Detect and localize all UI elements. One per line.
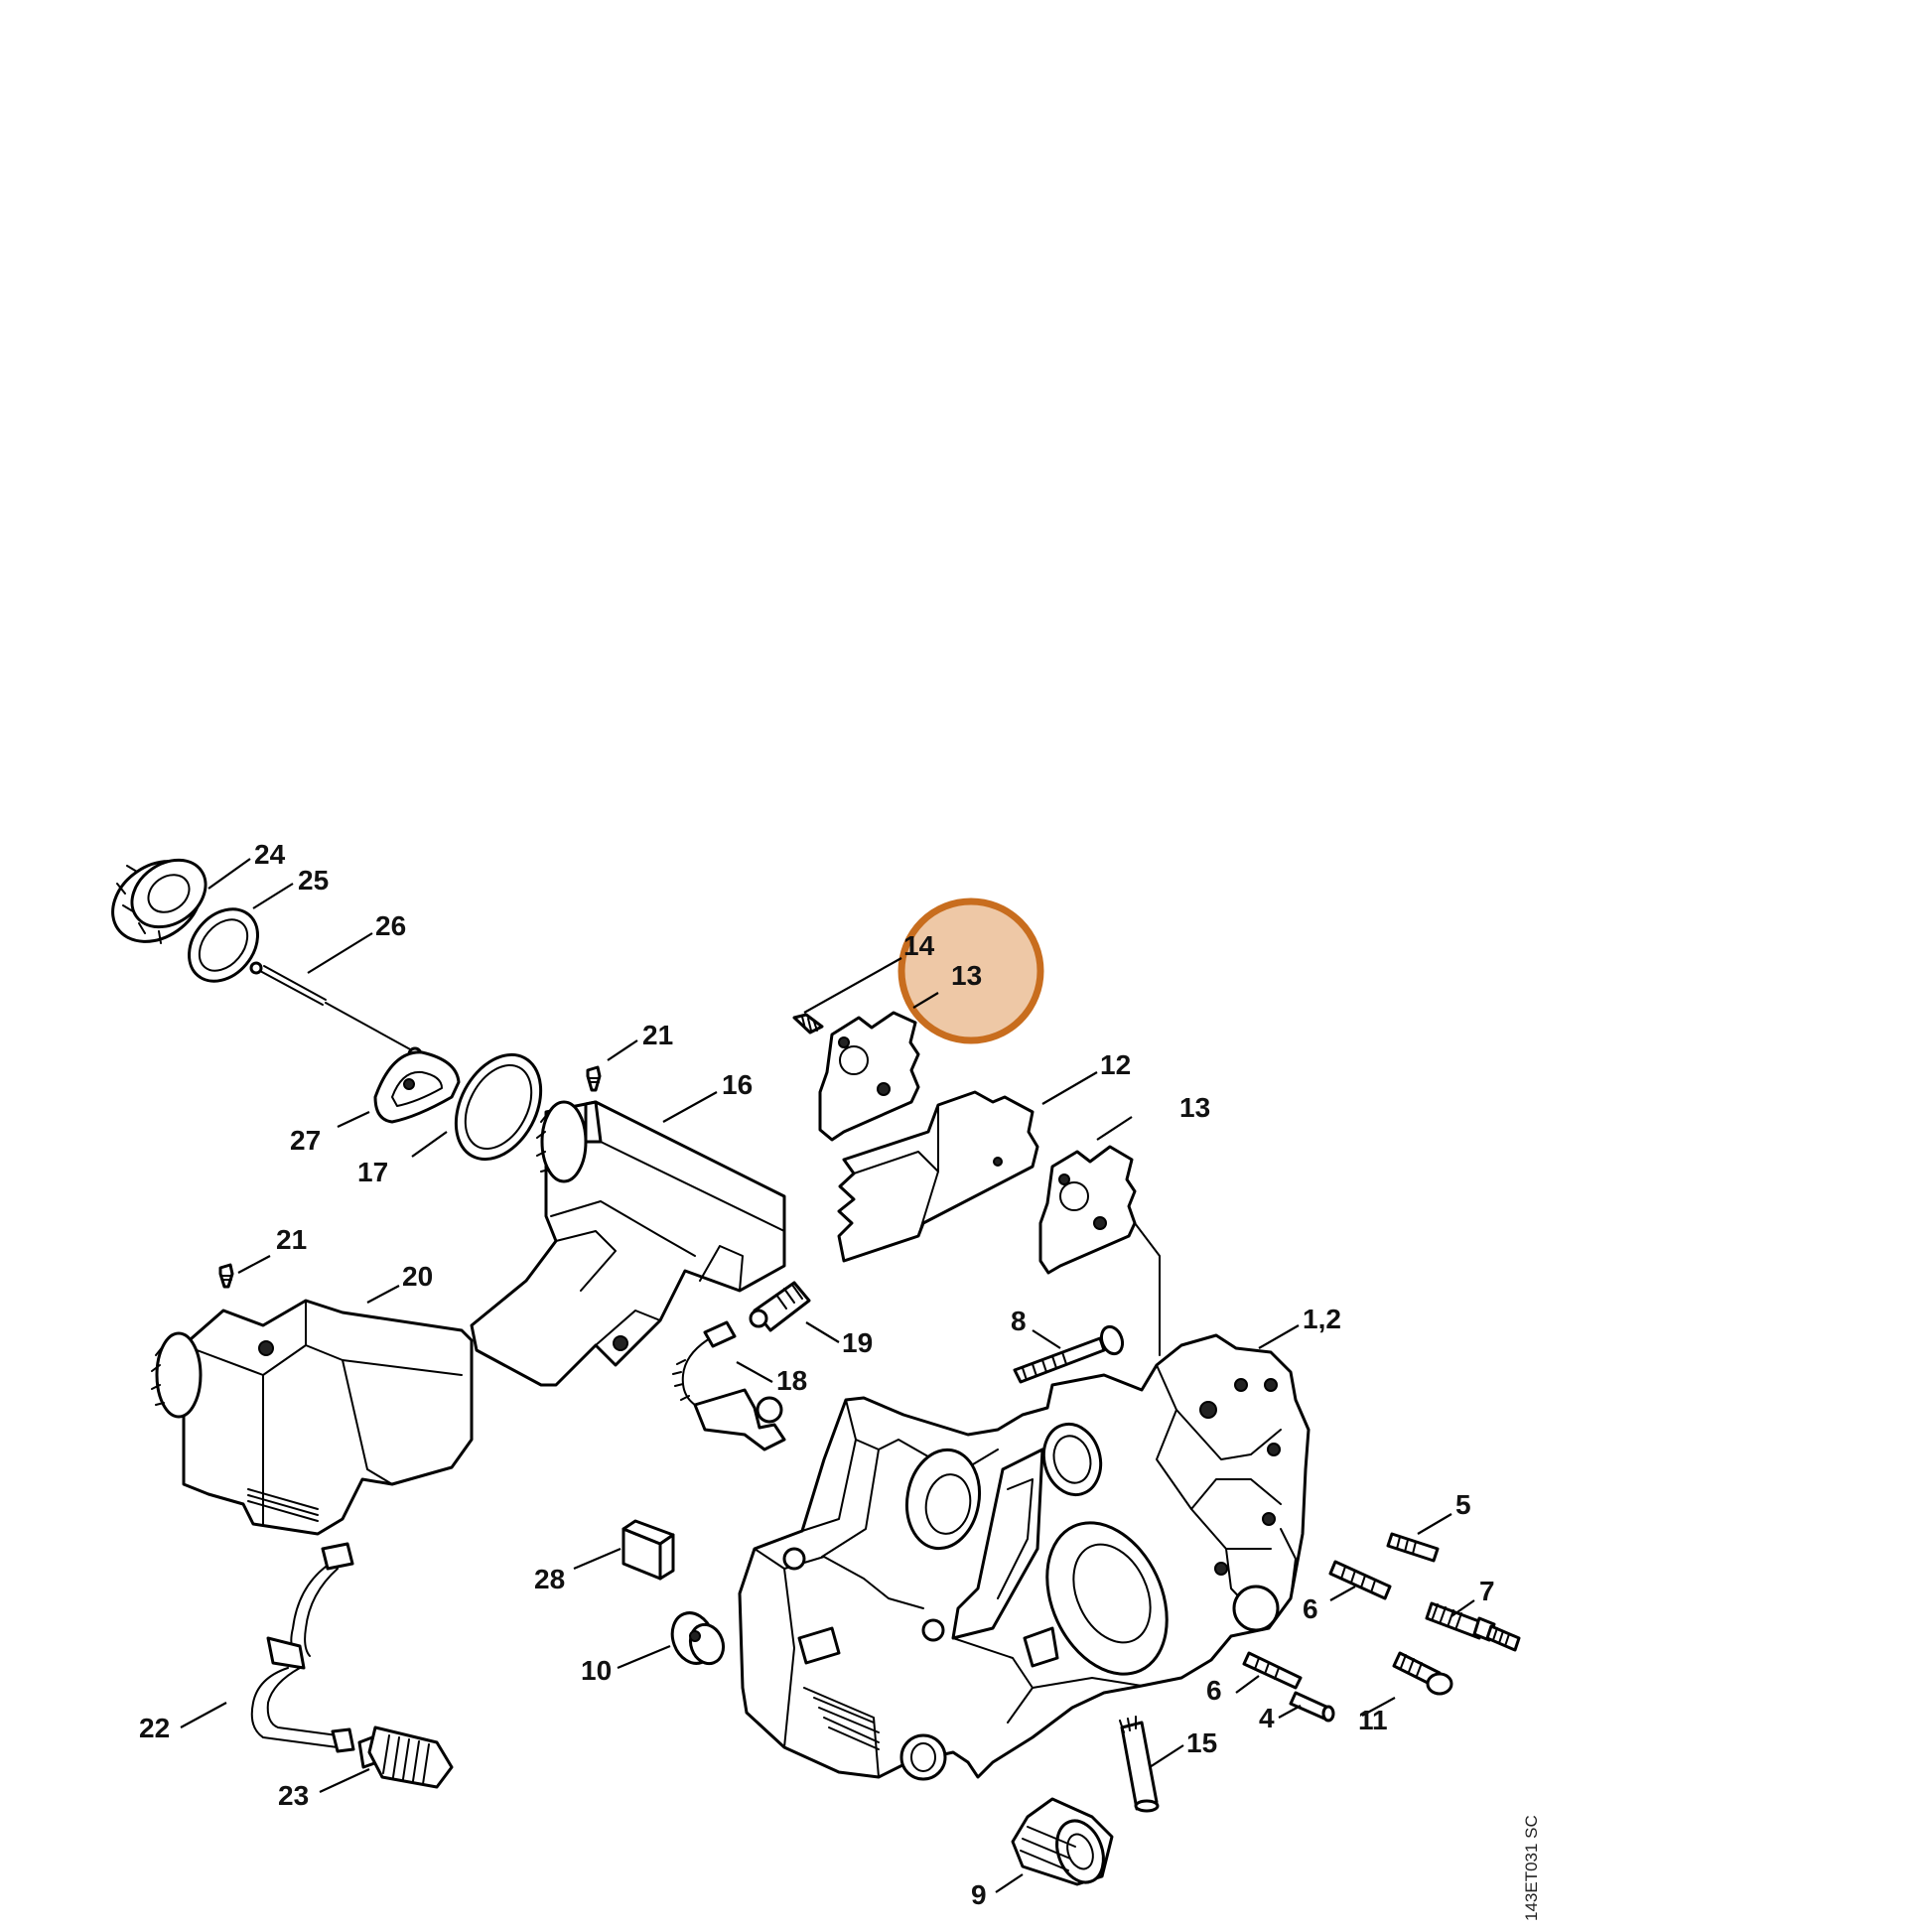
part-20-fuel-tank[interactable]	[151, 1299, 474, 1536]
callout-22[interactable]: 22	[139, 1713, 170, 1743]
callout-19[interactable]: 19	[842, 1327, 873, 1358]
gasket-alignment-line	[1134, 1222, 1161, 1356]
part-28-rubber-plug[interactable]	[621, 1519, 675, 1581]
callout-labels: 24 25 26 21 16 14 13 12 13 27 17 21 20 1…	[139, 839, 1495, 1910]
part-17-o-ring[interactable]	[439, 1040, 558, 1174]
callout-21-upper[interactable]: 21	[642, 1020, 673, 1050]
callout-18[interactable]: 18	[776, 1365, 807, 1396]
callout-24[interactable]: 24	[254, 839, 286, 870]
part-13-gasket-upper[interactable]	[818, 1011, 920, 1142]
part-19-oil-filter[interactable]	[749, 1281, 811, 1332]
callout-14[interactable]: 14	[903, 930, 935, 961]
callout-4[interactable]: 4	[1259, 1703, 1275, 1733]
callout-20[interactable]: 20	[402, 1261, 433, 1292]
callout-7[interactable]: 7	[1479, 1576, 1495, 1606]
callout-21-lower[interactable]: 21	[276, 1224, 307, 1255]
part-11-stud[interactable]	[1392, 1651, 1453, 1696]
callout-10[interactable]: 10	[581, 1655, 612, 1686]
callout-15[interactable]: 15	[1186, 1727, 1217, 1758]
part-9-annular-buffer[interactable]	[1011, 1797, 1114, 1889]
callout-11[interactable]: 11	[1358, 1705, 1388, 1735]
part-24-tank-cap[interactable]	[97, 845, 218, 958]
part-25-seal-ring[interactable]	[175, 896, 271, 995]
callout-5[interactable]: 5	[1455, 1489, 1471, 1520]
part-12-shield[interactable]	[837, 1090, 1039, 1263]
part-8-bolt[interactable]	[1013, 1323, 1126, 1384]
part-21-screw-tank[interactable]	[218, 1263, 234, 1289]
callout-28[interactable]: 28	[534, 1564, 565, 1594]
callout-13-highlighted[interactable]: 13	[951, 960, 982, 991]
callout-13[interactable]: 13	[1179, 1092, 1210, 1123]
callout-27[interactable]: 27	[290, 1125, 321, 1156]
callout-8[interactable]: 8	[1011, 1306, 1027, 1336]
callout-6-upper[interactable]: 6	[1303, 1593, 1318, 1624]
part-27-retainer[interactable]	[373, 1050, 461, 1124]
part-21-screw-top[interactable]	[586, 1065, 602, 1092]
part-15-sleeve[interactable]	[1119, 1716, 1160, 1813]
part-26-cable[interactable]	[249, 961, 423, 1062]
part-16-oil-tank[interactable]	[470, 1100, 786, 1387]
part-4-pin[interactable]	[1289, 1691, 1335, 1723]
part-23-fuel-filter[interactable]	[357, 1725, 454, 1789]
part-13-gasket-lower[interactable]	[1038, 1145, 1137, 1275]
part-6-pin-upper[interactable]	[1328, 1560, 1392, 1600]
highlight-circle	[897, 897, 1044, 1044]
drawing-reference: 143ET031 SC	[1522, 1815, 1541, 1921]
part-18-oil-hose[interactable]	[672, 1320, 786, 1451]
part-5-pin[interactable]	[1386, 1532, 1440, 1563]
part-7-stud[interactable]	[1425, 1601, 1521, 1652]
callout-1-2[interactable]: 1,2	[1303, 1304, 1341, 1334]
part-1-2-crankcase[interactable]	[738, 1333, 1311, 1781]
callout-16[interactable]: 16	[722, 1069, 753, 1100]
callout-25[interactable]: 25	[298, 865, 329, 896]
leader-lines	[180, 858, 1475, 1893]
part-6-pin-lower[interactable]	[1242, 1651, 1303, 1690]
callout-6-lower[interactable]: 6	[1206, 1675, 1222, 1706]
callout-9[interactable]: 9	[971, 1879, 987, 1910]
callout-26[interactable]: 26	[375, 910, 406, 941]
part-22-fuel-hose[interactable]	[250, 1542, 355, 1753]
part-14-screw[interactable]	[792, 1013, 824, 1035]
callout-17[interactable]: 17	[357, 1157, 388, 1187]
callout-12[interactable]: 12	[1100, 1049, 1131, 1080]
part-10-plug[interactable]	[665, 1607, 729, 1670]
callout-23[interactable]: 23	[278, 1780, 309, 1811]
